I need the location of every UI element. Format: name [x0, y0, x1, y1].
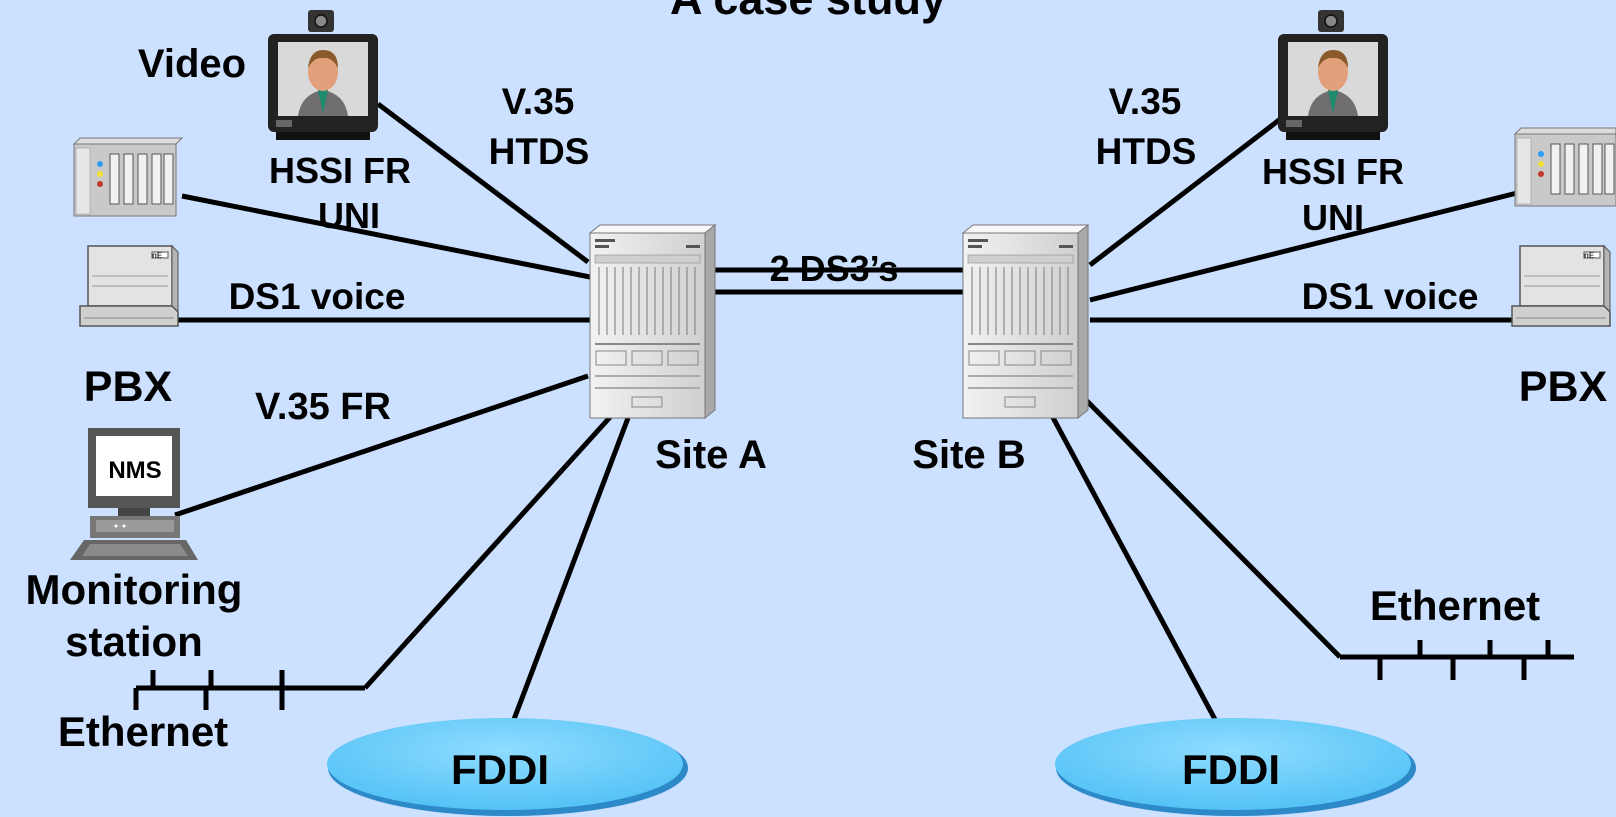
svg-text:nE: nE [1584, 251, 1595, 260]
site-a-switch-icon [588, 223, 717, 420]
wire-right-server [1089, 190, 1518, 303]
wire-right-fddi [1047, 410, 1221, 727]
nms-workstation-icon [70, 428, 198, 560]
labels: A case study 2 DS3’s Site A Site B Video… [26, 0, 1608, 793]
monitoring-station-label-line1: Monitoring [26, 566, 243, 613]
diagram-title: A case study [670, 0, 946, 24]
left-ds1-voice-label: DS1 voice [229, 276, 406, 317]
left-v35-label-line2: HTDS [489, 131, 590, 172]
wire-right-video [1088, 115, 1285, 267]
left-pbx-label: PBX [84, 363, 173, 411]
ethernet-bus-left [133, 670, 365, 710]
right-ethernet-label: Ethernet [1370, 582, 1540, 629]
wire-left-server [181, 193, 591, 280]
left-fddi-label: FDDI [451, 746, 549, 793]
wires [170, 102, 1520, 727]
wire-left-ethernet [363, 413, 614, 690]
left-v35-label-line1: V.35 [502, 81, 575, 122]
videophone-monitor-icon-left [268, 10, 378, 140]
trunk-label: 2 DS3’s [770, 248, 899, 289]
site-a-label: Site A [655, 433, 767, 477]
right-pbx-label: PBX [1519, 363, 1608, 411]
right-v35-label-line1: V.35 [1109, 81, 1182, 122]
videophone-monitor-icon-right [1278, 10, 1388, 140]
right-fddi-label: FDDI [1182, 746, 1280, 793]
wire-left-video [376, 102, 590, 264]
wire-left-fddi [510, 417, 631, 723]
fddi-ring-right [1055, 718, 1416, 816]
server-rack-icon-right [1513, 127, 1616, 207]
right-hssi-label-line1: HSSI FR [1262, 151, 1404, 192]
server-rack-icon-left [72, 137, 184, 217]
right-v35-label-line2: HTDS [1096, 131, 1197, 172]
site-b-label: Site B [912, 433, 1025, 477]
left-ethernet-label: Ethernet [58, 708, 228, 755]
left-hssi-label-line2: UNI [318, 195, 380, 236]
monitoring-station-label-line2: station [65, 618, 203, 665]
nms-screen-label: NMS [108, 457, 161, 484]
wire-right-ethernet [1084, 398, 1342, 659]
right-hssi-label-line2: UNI [1302, 197, 1364, 238]
svg-text:nE: nE [152, 251, 163, 260]
right-ds1-voice-label: DS1 voice [1302, 276, 1479, 317]
site-b-switch-icon [961, 223, 1090, 420]
left-hssi-label-line1: HSSI FR [269, 150, 411, 191]
pbx-terminal-icon-right: nE [1511, 244, 1611, 327]
ethernet-bus-right [1340, 640, 1574, 680]
fddi-ring-left [327, 718, 688, 816]
left-video-label: Video [138, 42, 246, 86]
wire-left-nms [174, 373, 589, 518]
left-v35-fr-label: V.35 FR [255, 386, 391, 428]
pbx-terminal-icon-left: nE [79, 244, 179, 327]
